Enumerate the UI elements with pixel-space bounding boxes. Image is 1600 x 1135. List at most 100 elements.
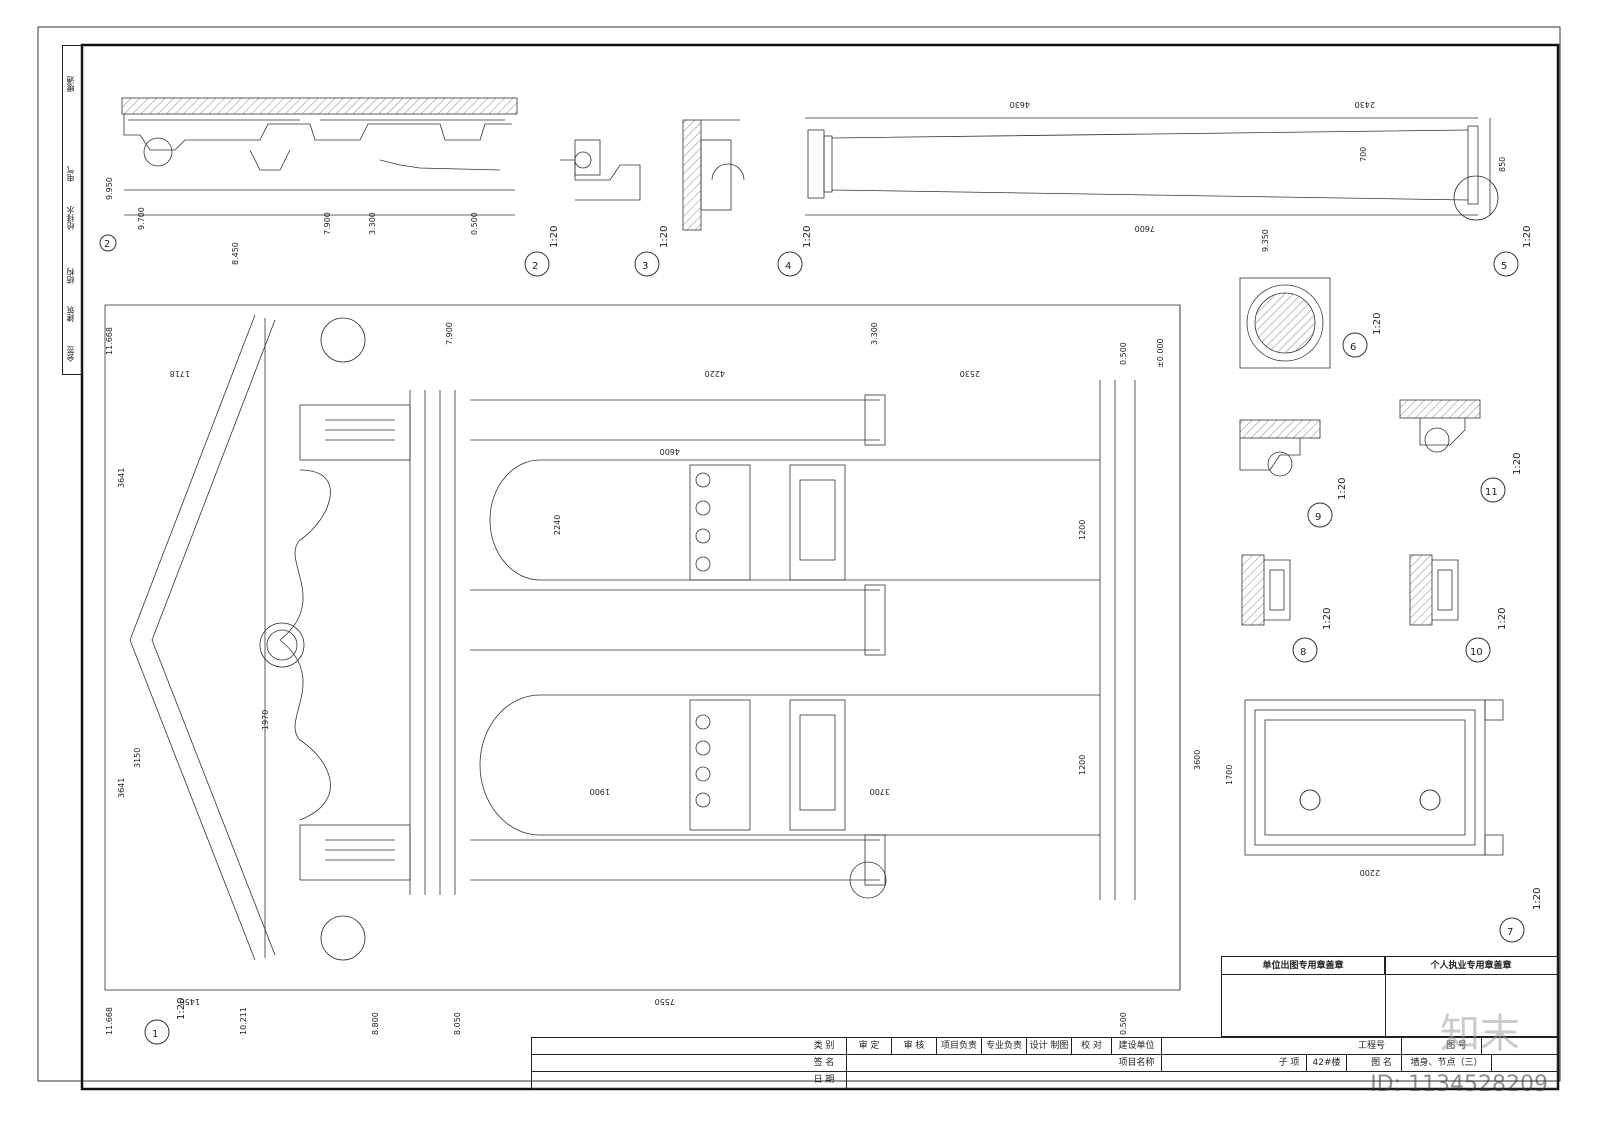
detail-7-frame — [1244, 699, 1504, 856]
svg-text:8.450: 8.450 — [231, 242, 240, 265]
watermark-logo: 知末 — [1440, 1011, 1520, 1057]
elev-0500-top: 0.500 — [1119, 342, 1128, 365]
elev-11668-bottom: 11.668 — [105, 1007, 114, 1035]
elev-0500-bottom: 0.500 — [1119, 1012, 1128, 1035]
elev-10211: 10.211 — [239, 1007, 248, 1035]
elev-11668-top: 11.668 — [105, 327, 114, 355]
detail-9-marker — [1307, 502, 1333, 528]
dim-2430: 2430 — [1355, 100, 1375, 109]
stamp-block: 单位出图专用章盖章 个人执业专用章盖章 — [1221, 956, 1558, 1037]
detail-6-scale: 1:20 — [1372, 313, 1383, 335]
detail-8-section — [1241, 554, 1291, 626]
tb-category: 类 别 — [802, 1038, 847, 1054]
tb-review: 审 定 — [847, 1038, 892, 1054]
detail-7-scale: 1:20 — [1532, 888, 1543, 910]
detail-1-scale: 1:20 — [176, 998, 187, 1020]
dim-7600: 7600 — [1135, 224, 1155, 233]
dim-1456: 1456 — [180, 997, 200, 1006]
detail-10-scale: 1:20 — [1497, 608, 1508, 630]
dim-4630: 4630 — [1010, 100, 1030, 109]
dim-2200: 2200 — [1360, 868, 1380, 877]
tb-subitem: 子 项 — [1272, 1055, 1307, 1071]
dim-4220: 4220 — [705, 369, 725, 378]
inner-border — [80, 43, 1560, 1091]
detail-1-marker — [144, 1019, 170, 1045]
dim-1200-bottom: 1200 — [1078, 755, 1087, 775]
detail-5-no: 5 — [1501, 261, 1507, 272]
title-block: 类 别 审 定 审 核 项目负责 专业负责 设计 制图 校 对 建设单位 工程号… — [531, 1037, 1558, 1089]
tb-subitem-value: 42#楼 — [1307, 1055, 1347, 1071]
elev-9350: 9.350 — [1261, 229, 1270, 252]
detail-1-main — [104, 304, 1181, 991]
unit-stamp-label: 单位出图专用章盖章 — [1222, 957, 1385, 975]
detail-cornice-top — [121, 97, 518, 216]
watermark-id: ID: 1134528209 — [1370, 1072, 1548, 1097]
outer-border — [37, 26, 1561, 1082]
dim-1718: 1718 — [170, 369, 190, 378]
detail-11-no: 11 — [1485, 487, 1498, 498]
tb-sheet-name-label: 图 名 — [1362, 1055, 1402, 1071]
svg-text:9.950: 9.950 — [105, 177, 114, 200]
detail-11-marker — [1480, 477, 1506, 503]
elev-8050: 8.050 — [453, 1012, 462, 1035]
tb-sheet-name-value: 墙身、节点（三） — [1402, 1055, 1492, 1071]
detail-4-no: 4 — [785, 261, 791, 272]
dim-4600: 4600 — [660, 447, 680, 456]
dim-2530: 2530 — [960, 369, 980, 378]
dim-1900: 1900 — [590, 787, 610, 796]
detail-2-scale: 1:20 — [549, 226, 560, 248]
detail-8-scale: 1:20 — [1322, 608, 1333, 630]
detail-3-no: 3 — [642, 261, 648, 272]
stamp-divider — [1385, 957, 1386, 1036]
detail-4-marker — [777, 251, 803, 277]
detail-11-scale: 1:20 — [1512, 453, 1523, 475]
detail-9-scale: 1:20 — [1337, 478, 1348, 500]
dim-2240: 2240 — [553, 515, 562, 535]
svg-text:0.500: 0.500 — [470, 212, 479, 235]
tb-row-1: 类 别 审 定 审 核 项目负责 专业负责 设计 制图 校 对 建设单位 工程号… — [532, 1038, 1557, 1055]
detail-5-scale: 1:20 — [1522, 226, 1533, 248]
dim-3641-bottom: 3641 — [117, 778, 126, 798]
detail-1-no: 1 — [152, 1029, 158, 1040]
dim-3600: 3600 — [1193, 750, 1202, 770]
dim-850: 850 — [1498, 157, 1507, 172]
detail-5-marker — [1493, 251, 1519, 277]
dim-3641-top: 3641 — [117, 468, 126, 488]
detail-2-section — [560, 139, 641, 201]
dim-7550: 7550 — [655, 997, 675, 1006]
dim-1970: 1970 — [261, 710, 270, 730]
tb-design: 设计 制图 — [1027, 1038, 1072, 1054]
strip-struct: 结构 — [66, 268, 75, 284]
detail-2-marker — [524, 251, 550, 277]
strip-arch: 建筑 — [66, 306, 75, 322]
detail-10-no: 10 — [1470, 647, 1483, 658]
dim-700: 700 — [1359, 147, 1368, 162]
tb-date: 日 期 — [802, 1072, 847, 1088]
dim-3700: 3700 — [870, 787, 890, 796]
strip-sign: 会签 — [66, 346, 75, 362]
svg-text:9.700: 9.700 — [137, 207, 146, 230]
detail-5-column — [805, 117, 1499, 221]
tb-project-lead: 项目负责 — [937, 1038, 982, 1054]
detail-6-plan — [1239, 277, 1331, 369]
detail-4-scale: 1:20 — [802, 226, 813, 248]
svg-text:3.300: 3.300 — [368, 212, 377, 235]
detail-6-no: 6 — [1350, 342, 1356, 353]
elev-7900: 7.900 — [445, 322, 454, 345]
personal-stamp-label: 个人执业专用章盖章 — [1385, 957, 1557, 975]
tb-project-name: 项目名称 — [1112, 1055, 1162, 1071]
detail-7-marker — [1499, 917, 1525, 943]
detail-3-marker — [634, 251, 660, 277]
tb-audit: 审 核 — [892, 1038, 937, 1054]
svg-text:2: 2 — [104, 239, 110, 250]
detail-10-marker — [1465, 637, 1491, 663]
detail-2-no: 2 — [532, 261, 538, 272]
tb-row-3: 日 期 — [532, 1072, 1557, 1089]
detail-6-marker — [1342, 332, 1368, 358]
detail-11-section — [1399, 399, 1481, 453]
elev-3300: 3.300 — [870, 322, 879, 345]
detail-9-section — [1239, 419, 1321, 477]
strip-hvac: 暖通 — [66, 76, 75, 92]
dim-1700: 1700 — [1225, 765, 1234, 785]
